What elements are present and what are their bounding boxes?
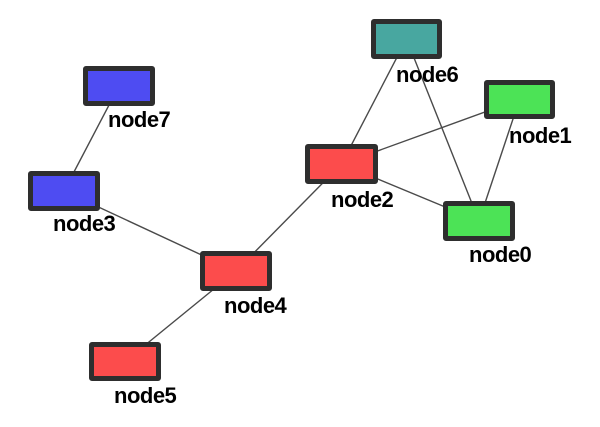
node-label-node6: node6 xyxy=(396,62,459,87)
graph-node-node3[interactable] xyxy=(28,171,100,211)
node-label-node1: node1 xyxy=(509,123,572,148)
graph-node-node7[interactable] xyxy=(83,66,155,106)
edge-node2-node6 xyxy=(340,38,408,165)
node-label-node0: node0 xyxy=(469,242,532,267)
graph-node-node6[interactable] xyxy=(371,19,442,59)
node-label-node7: node7 xyxy=(108,107,171,132)
node-label-node3: node3 xyxy=(53,211,116,236)
node-label-node4: node4 xyxy=(224,293,287,318)
graph-node-node1[interactable] xyxy=(484,80,555,119)
graph-node-node5[interactable] xyxy=(89,342,161,381)
edge-node6-node0 xyxy=(405,38,480,222)
graph-node-node2[interactable] xyxy=(305,144,378,184)
graph-node-node0[interactable] xyxy=(443,201,515,241)
graph-node-node4[interactable] xyxy=(200,251,272,291)
node-label-node5: node5 xyxy=(114,383,177,408)
node-label-node2: node2 xyxy=(331,187,394,212)
edge-node1-node0 xyxy=(478,99,521,222)
